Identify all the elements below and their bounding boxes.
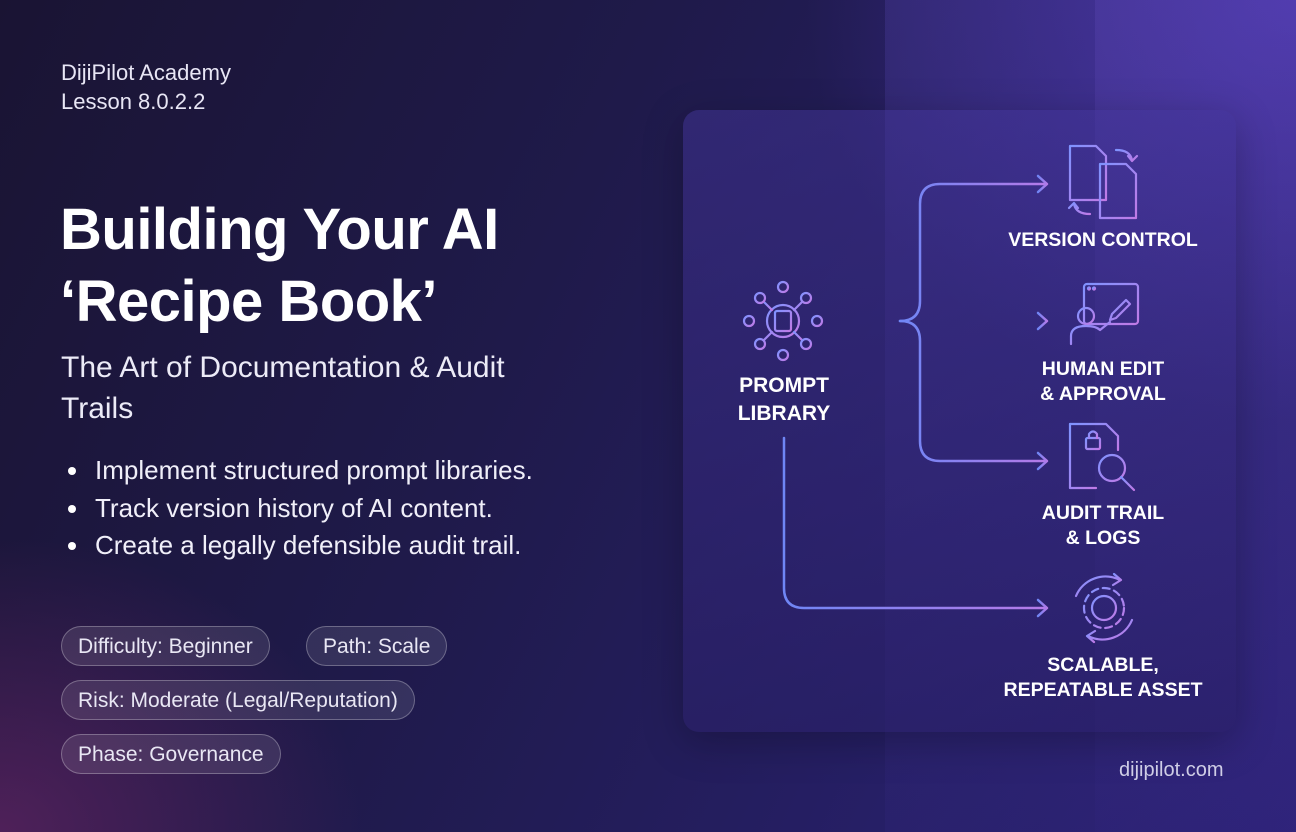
node-label-line: & APPROVAL [1040,383,1166,405]
gear-cycle-icon [1074,572,1134,644]
node-label-line: REPEATABLE ASSET [1003,679,1203,701]
connector-lines [782,174,1049,618]
arrowhead [1036,598,1049,618]
user-editing-screen-icon [1069,282,1140,346]
arrowhead [1036,311,1049,331]
node-label-line: & LOGS [1065,527,1141,549]
node-label-line: SCALABLE, [1047,654,1159,676]
list-item: Implement structured prompt libraries. [66,452,533,490]
documents-sync-icon [1067,144,1139,220]
node-human-edit: HUMAN EDIT & APPROVAL [993,357,1213,407]
locked-document-search-icon [1068,422,1136,492]
node-prompt-library: PROMPT LIBRARY [714,372,854,428]
arrowhead [1036,174,1049,194]
connector-version-control [898,182,1048,323]
academy-name: DijiPilot Academy [61,60,231,85]
list-item: Create a legally defensible audit trail. [66,527,533,565]
phase-badge: Phase: Governance [61,734,281,774]
title-line-1: Building Your AI [60,197,499,262]
node-label-line: AUDIT TRAIL [1041,502,1165,524]
connector-audit-trail [898,319,1048,463]
node-label-line: PROMPT [739,374,829,397]
node-label-line: HUMAN EDIT [1041,358,1165,380]
page-title: Building Your AI ‘Recipe Book’ [60,194,499,338]
difficulty-badge: Difficulty: Beginner [61,626,270,666]
node-version-control: VERSION CONTROL [993,228,1213,253]
path-badge: Path: Scale [306,626,448,666]
title-line-2: ‘Recipe Book’ [60,269,438,334]
risk-badge: Risk: Moderate (Legal/Reputation) [61,680,415,720]
website-link[interactable]: dijipilot.com [1119,759,1224,781]
arrowhead [1036,451,1049,471]
network-hub-icon [742,280,824,362]
key-points-list: Implement structured prompt libraries. T… [66,452,533,565]
node-scalable-asset: SCALABLE, REPEATABLE ASSET [993,653,1213,703]
lesson-number: Lesson 8.0.2.2 [61,89,206,114]
node-label-line: LIBRARY [737,402,831,425]
brand-header: DijiPilot Academy Lesson 8.0.2.2 [61,58,231,116]
list-item: Track version history of AI content. [66,490,533,528]
diagram-panel [683,110,1236,732]
page-subtitle: The Art of Documentation & Audit Trails [61,351,505,425]
node-label-line: VERSION CONTROL [1008,229,1198,251]
node-audit-trail: AUDIT TRAIL & LOGS [993,501,1213,551]
connector-scalable-asset [782,436,1048,610]
